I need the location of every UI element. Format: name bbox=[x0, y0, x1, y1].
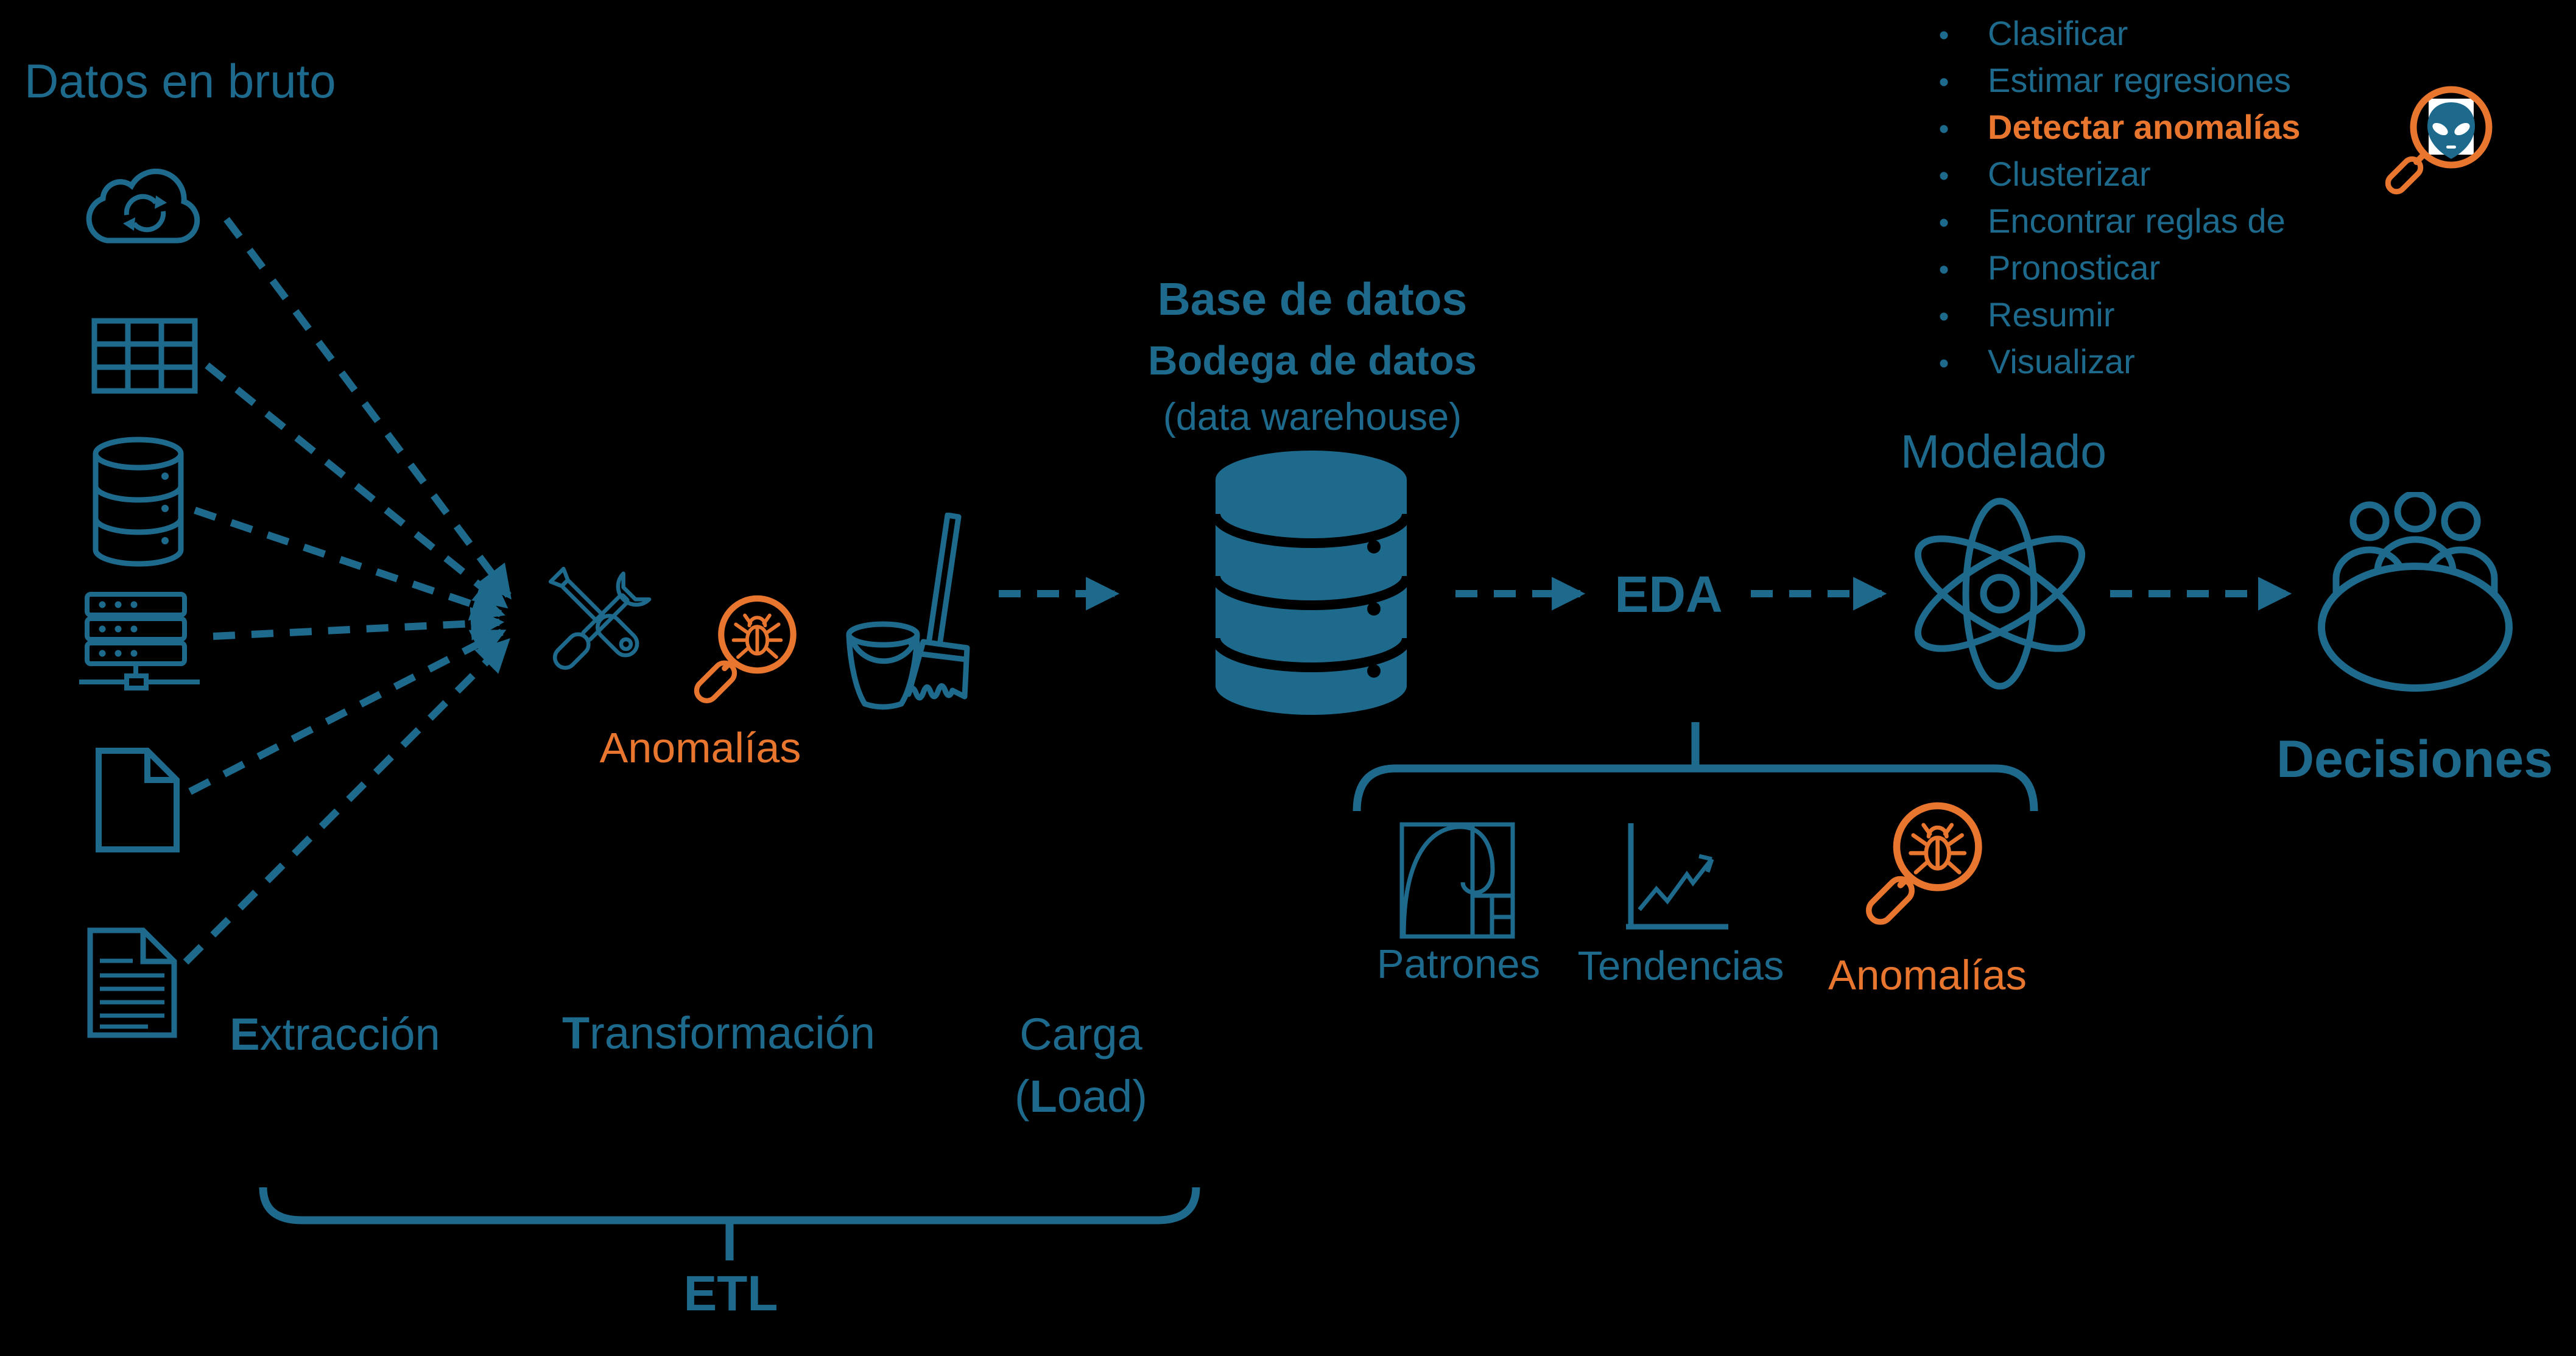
load-rest: oad) bbox=[1057, 1071, 1147, 1122]
extraction-initial: E bbox=[230, 1009, 260, 1059]
task-label: Pronosticar bbox=[1988, 248, 2161, 287]
task-label: Estimar regresiones bbox=[1988, 61, 2291, 99]
bug-magnifier-icon bbox=[694, 595, 797, 704]
document-text-icon bbox=[87, 927, 177, 1038]
bug-magnifier-icon bbox=[1866, 802, 1982, 925]
eda-anomalies-label: Anomalías bbox=[1828, 952, 2027, 999]
task-item-highlighted: • Detectar anomalías bbox=[1932, 104, 2301, 150]
dashed-line-db-to-tools bbox=[194, 507, 505, 621]
task-item: • Clusterizar bbox=[1932, 150, 2301, 197]
bullet-icon: • bbox=[1938, 160, 1949, 192]
dashed-line-server-to-tools bbox=[213, 606, 505, 641]
golden-ratio-icon bbox=[1399, 822, 1515, 939]
warehouse-title: Base de datos bbox=[1157, 273, 1468, 325]
bullet-icon: • bbox=[1938, 301, 1949, 333]
task-label: Clusterizar bbox=[1988, 155, 2151, 193]
load-en-label: (Load) bbox=[974, 1070, 1188, 1122]
task-item: • Clasificar bbox=[1932, 10, 2301, 57]
task-label: Clasificar bbox=[1988, 14, 2128, 52]
task-item: • Visualizar bbox=[1932, 338, 2301, 385]
transformation-label: Transformación bbox=[548, 1007, 889, 1059]
trends-label: Tendencias bbox=[1577, 943, 1784, 989]
bucket-broom-icon bbox=[846, 513, 970, 710]
modeling-label: Modelado bbox=[1900, 426, 2107, 478]
bullet-icon: • bbox=[1938, 19, 1949, 52]
server-rack-icon bbox=[79, 592, 200, 690]
etl-anomalies-label: Anomalías bbox=[599, 724, 801, 771]
load-open-paren: ( bbox=[1015, 1071, 1030, 1122]
dashed-line-doc-to-tools bbox=[183, 638, 510, 965]
extraction-label: Extracción bbox=[213, 1008, 457, 1060]
patterns-label: Patrones bbox=[1376, 941, 1541, 987]
warehouse-subtitle: Bodega de datos bbox=[1148, 338, 1477, 384]
load-es-label: Carga bbox=[1019, 1009, 1142, 1059]
warehouse-subtitle2: (data warehouse) bbox=[1163, 396, 1462, 438]
task-label: Detectar anomalías bbox=[1988, 108, 2301, 146]
raw-data-title: Datos en bruto bbox=[24, 54, 336, 108]
transformation-initial: T bbox=[561, 1008, 590, 1058]
decisions-label: Decisiones bbox=[2276, 730, 2553, 789]
task-item: • Resumir bbox=[1932, 291, 2301, 338]
task-label: Resumir bbox=[1988, 295, 2115, 334]
dashed-line-table-to-tools bbox=[205, 362, 509, 609]
trend-chart-icon bbox=[1626, 823, 1728, 930]
alien-magnifier-icon bbox=[2385, 86, 2493, 195]
transformation-rest: ransformación bbox=[589, 1008, 876, 1058]
atom-icon bbox=[1914, 497, 2086, 690]
bullet-icon: • bbox=[1938, 254, 1949, 286]
dashed-line-cloud-to-tools bbox=[223, 217, 512, 600]
table-grid-icon bbox=[91, 318, 198, 394]
task-label: Encontrar reglas de bbox=[1988, 202, 2286, 240]
task-label: Visualizar bbox=[1988, 342, 2135, 381]
task-item: • Encontrar reglas de bbox=[1932, 197, 2301, 244]
bullet-icon: • bbox=[1938, 66, 1949, 99]
file-blank-icon bbox=[96, 748, 180, 852]
etl-acronym: ETL bbox=[683, 1266, 778, 1321]
dashed-line-file-to-tools bbox=[188, 628, 507, 795]
warehouse-titles: Base de datos Bodega de datos (data ware… bbox=[1054, 273, 1571, 439]
task-item: • Pronosticar bbox=[1932, 244, 2301, 291]
bullet-icon: • bbox=[1938, 113, 1949, 146]
load-initial: L bbox=[1029, 1071, 1057, 1122]
modeling-task-list: • Clasificar • Estimar regresiones • Detect… bbox=[1932, 10, 2301, 385]
people-round-table-icon bbox=[2318, 492, 2513, 692]
etl-brace bbox=[259, 1187, 1200, 1224]
bullet-icon: • bbox=[1938, 348, 1949, 380]
task-item: • Estimar regresiones bbox=[1932, 57, 2301, 104]
screwdriver-wrench-icon bbox=[548, 566, 652, 670]
extraction-rest: xtracción bbox=[259, 1009, 440, 1059]
cloud-sync-icon bbox=[86, 168, 200, 244]
eda-label: EDA bbox=[1614, 566, 1723, 623]
database-outline-icon bbox=[93, 437, 184, 567]
database-solid-icon bbox=[1214, 451, 1408, 715]
bullet-icon: • bbox=[1938, 207, 1949, 239]
